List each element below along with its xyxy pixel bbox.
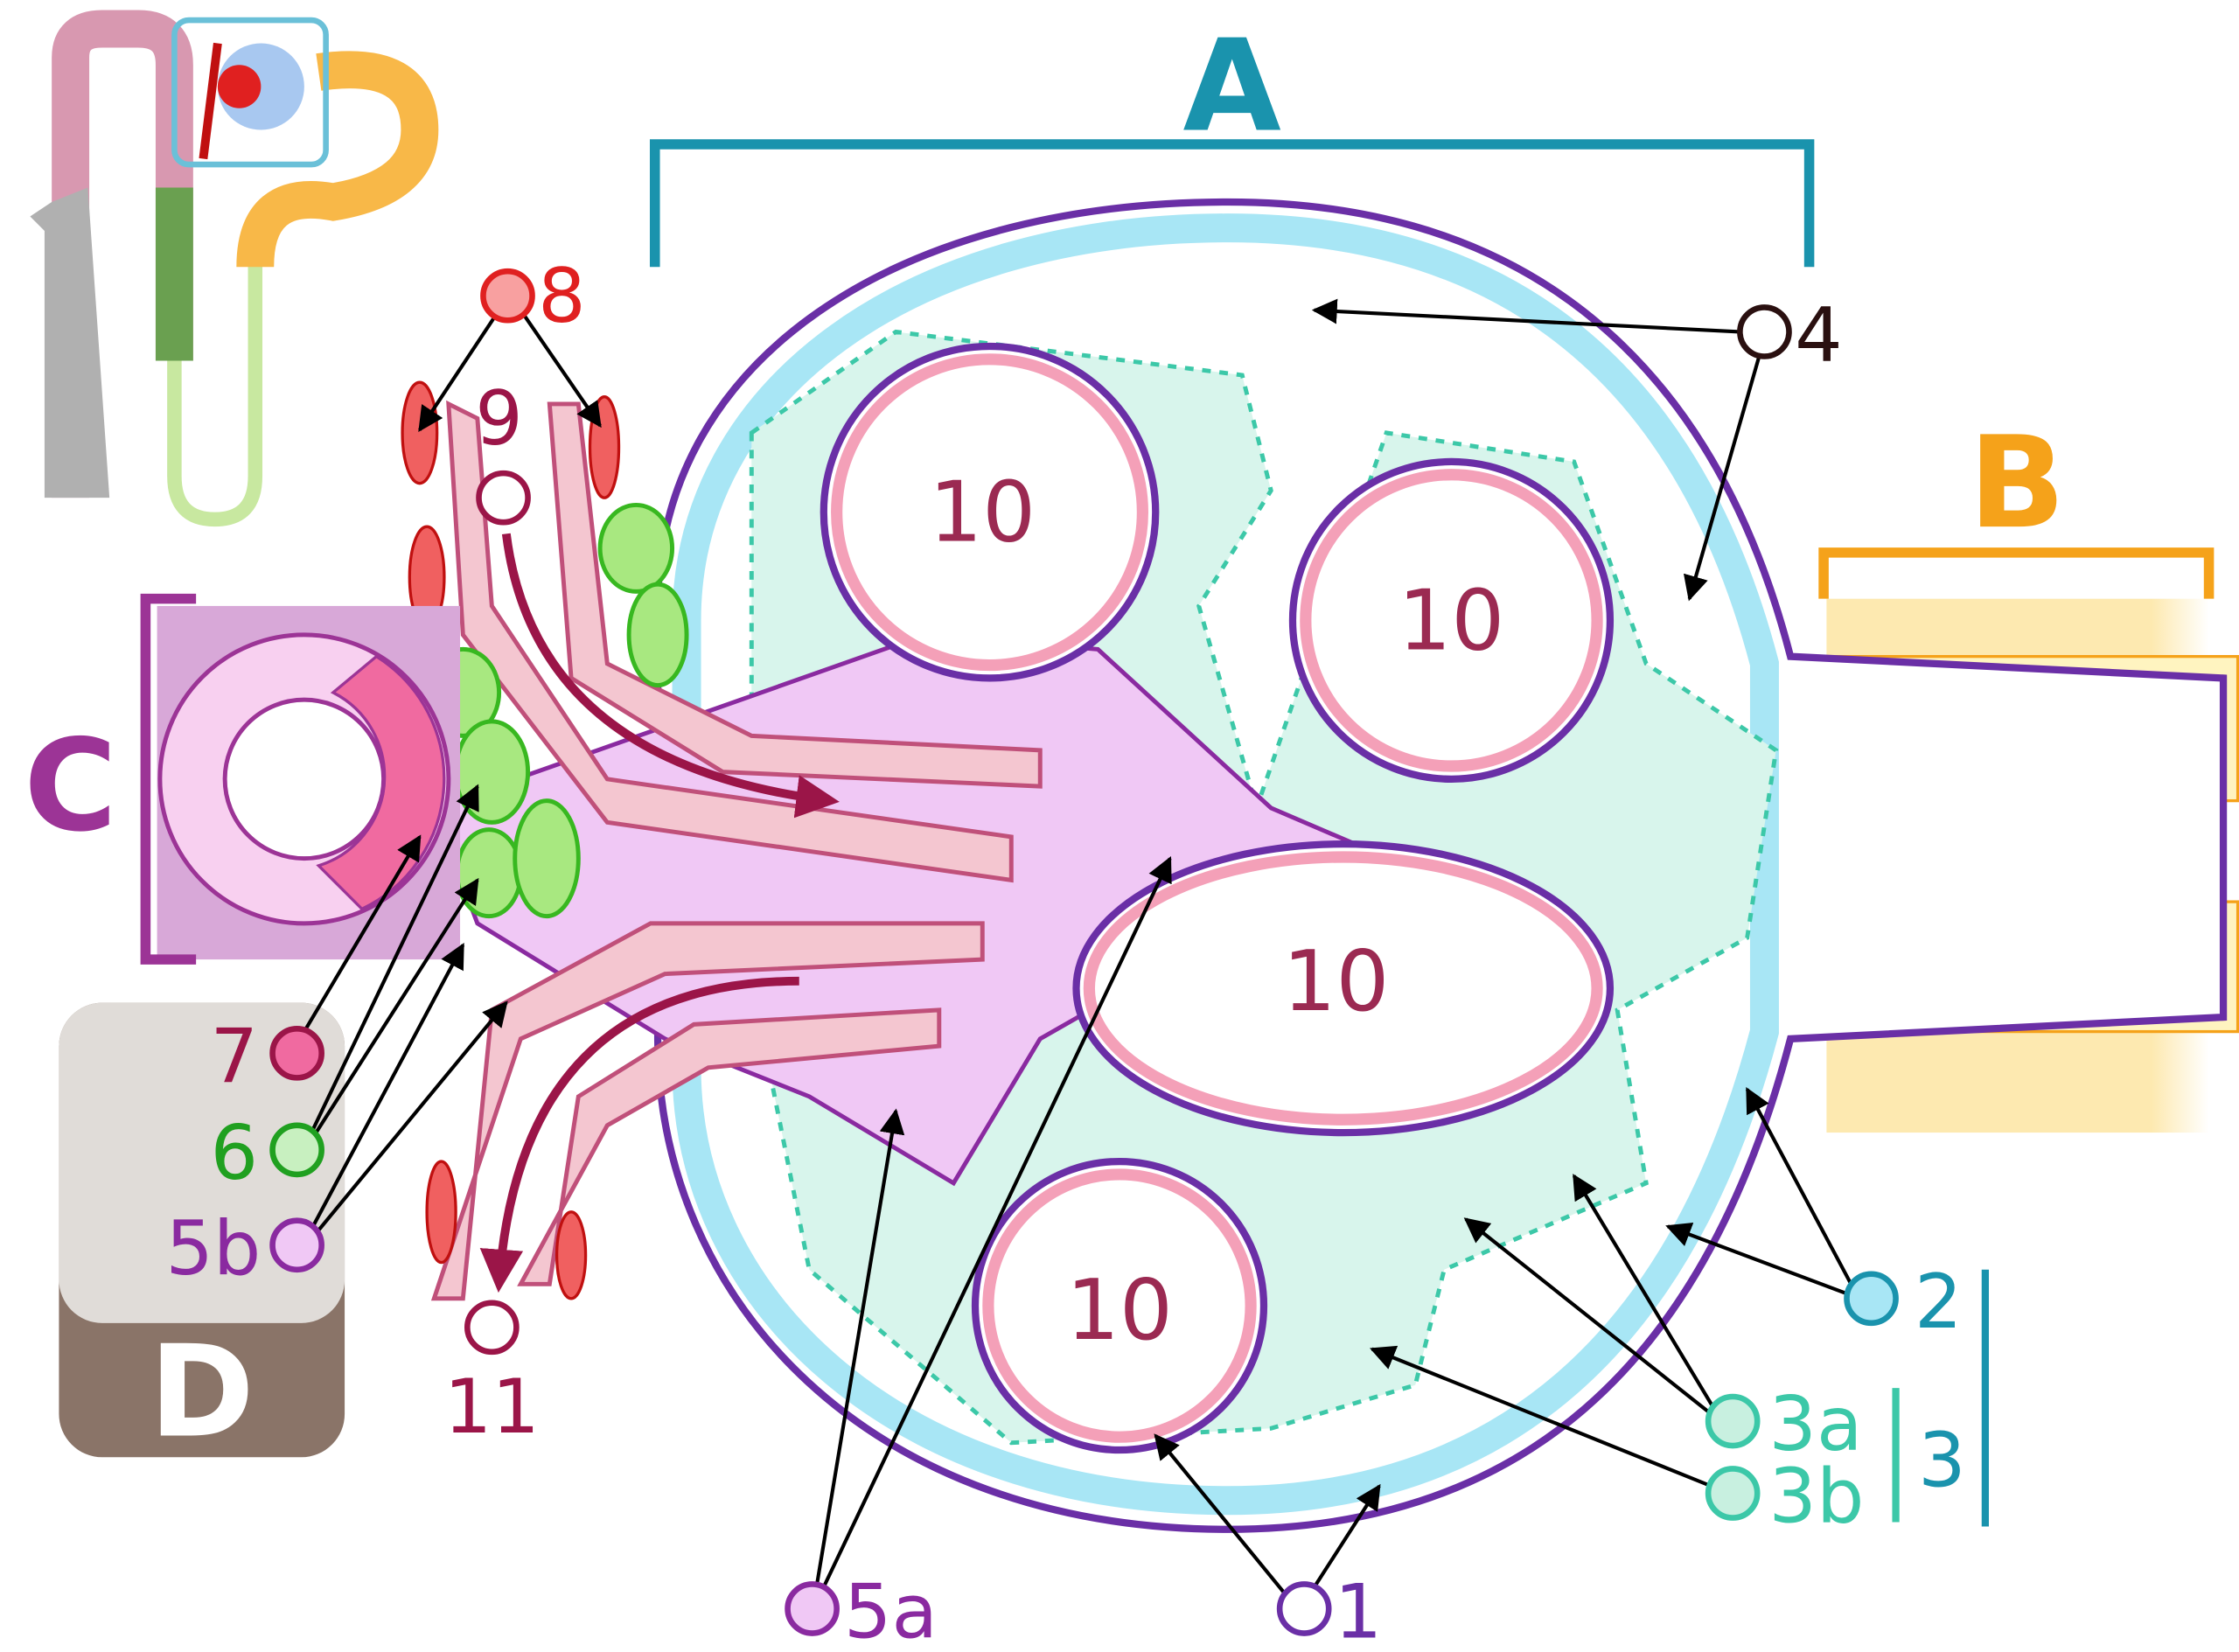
label-8: 8	[538, 253, 586, 340]
label-3: 3	[1918, 1417, 1966, 1504]
label-C: C	[24, 713, 117, 861]
marker-5a	[785, 1581, 840, 1636]
label-9: 9	[475, 375, 523, 463]
bracket-C	[140, 593, 197, 965]
label-10-capillary: 10	[1283, 932, 1390, 1030]
distal-tubule	[157, 632, 451, 926]
label-3b: 3b	[1768, 1453, 1864, 1541]
label-10-capillary: 10	[1399, 571, 1505, 669]
marker-1	[1276, 1581, 1332, 1636]
mesangium	[431, 632, 1378, 1187]
label-A: A	[1183, 12, 1281, 160]
bracket-B	[1818, 547, 2215, 599]
marker-2	[1844, 1271, 1899, 1327]
marker-11	[464, 1300, 520, 1356]
granular-cells	[424, 502, 689, 919]
label-D: D	[149, 1319, 255, 1467]
callout-arrows	[303, 298, 1853, 1596]
legend-markers	[269, 268, 1899, 1636]
nephron-thumbnail	[30, 10, 439, 527]
efferent-flow-arrow	[479, 976, 799, 1293]
bracket-A	[649, 139, 1815, 268]
marker-9	[476, 470, 531, 526]
marker-3b	[1705, 1466, 1761, 1521]
label-10-capillary: 10	[1066, 1261, 1173, 1359]
capillary-loop	[1072, 840, 1615, 1137]
label-1: 1	[1335, 1569, 1383, 1652]
marker-4	[1737, 304, 1792, 359]
label-5a: 5a	[844, 1569, 938, 1652]
label-5b: 5b	[165, 1205, 261, 1293]
label-2: 2	[1915, 1258, 1963, 1346]
label-4: 4	[1795, 291, 1843, 379]
marker-7	[269, 1025, 324, 1081]
label-6: 6	[211, 1110, 259, 1197]
label-10-capillary: 10	[929, 464, 1036, 561]
label-11: 11	[444, 1363, 540, 1451]
marker-8	[480, 268, 535, 324]
marker-5b	[269, 1217, 324, 1273]
marker-3a	[1705, 1393, 1761, 1449]
capillary-loop	[971, 1157, 1268, 1454]
label-7: 7	[211, 1013, 259, 1100]
label-B: B	[1969, 409, 2066, 557]
marker-6	[269, 1122, 324, 1178]
glomerular-capillaries	[820, 342, 1615, 1454]
capillary-loop	[1288, 457, 1615, 784]
thumbnail-highlight-box	[171, 17, 329, 168]
label-3a: 3a	[1768, 1381, 1862, 1468]
capillary-loop	[820, 342, 1160, 682]
afferent-flow-arrow	[501, 533, 840, 819]
